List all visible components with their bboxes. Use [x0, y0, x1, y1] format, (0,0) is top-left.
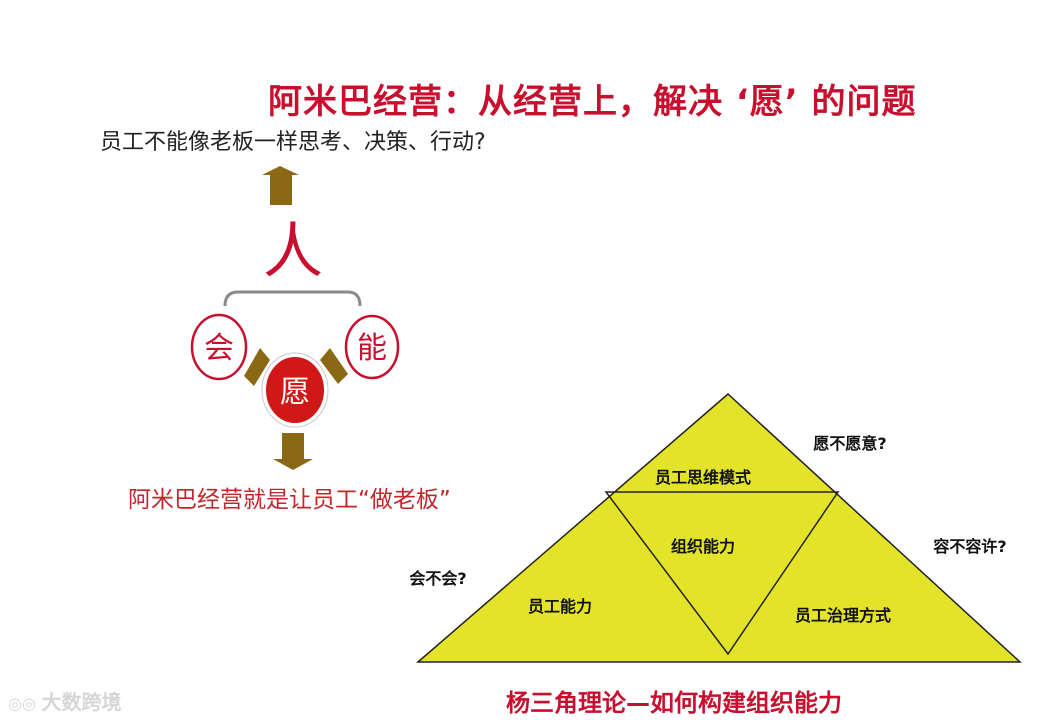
- right-section-label: 员工治理方式: [795, 606, 891, 625]
- question-top: 员工不能像老板一样思考、决策、行动?: [100, 130, 486, 155]
- triangle-caption: 杨三角理论—如何构建组织能力: [506, 689, 842, 717]
- person-char: 人: [263, 217, 323, 287]
- circle-hui-label: 会: [204, 331, 234, 366]
- question-rong: 容不容许?: [932, 537, 1006, 556]
- page-title: 阿米巴经营：从经营上，解决 ‘愿’ 的问题: [268, 82, 917, 122]
- question-yuan: 愿不愿意?: [813, 434, 886, 453]
- watermark-text: 大数跨境: [41, 690, 122, 714]
- outer-triangle: [415, 392, 1022, 663]
- bottom-statement: 阿米巴经营就是让员工“做老板”: [128, 487, 451, 513]
- watermark-logo: ◎◎ 大数跨境: [8, 686, 122, 715]
- circle-yuan-label: 愿: [280, 375, 310, 410]
- bracket-line: [223, 290, 362, 307]
- left-section-label: 员工能力: [528, 597, 592, 616]
- circle-neng: 能: [344, 314, 400, 380]
- will-diagram: 人 会 能 愿: [190, 166, 400, 470]
- left-diagonal-arrow-icon: [244, 348, 270, 386]
- center-section-label: 组织能力: [671, 537, 735, 556]
- top-section-label: 员工思维模式: [655, 468, 751, 487]
- question-hui: 会不会?: [410, 569, 467, 588]
- yang-triangle: 员工思维模式 组织能力 员工能力 员工治理方式 愿不愿意? 容不容许? 会不会?: [410, 392, 1022, 663]
- right-diagonal-arrow-icon: [320, 348, 348, 384]
- logo-icon: ◎◎: [8, 694, 42, 713]
- up-arrow-icon: [262, 166, 299, 205]
- circle-yuan: 愿: [261, 352, 329, 428]
- inner-triangle: [604, 491, 840, 656]
- circle-neng-label: 能: [357, 331, 387, 366]
- circle-hui: 会: [190, 313, 248, 381]
- down-arrow-icon: [273, 433, 313, 470]
